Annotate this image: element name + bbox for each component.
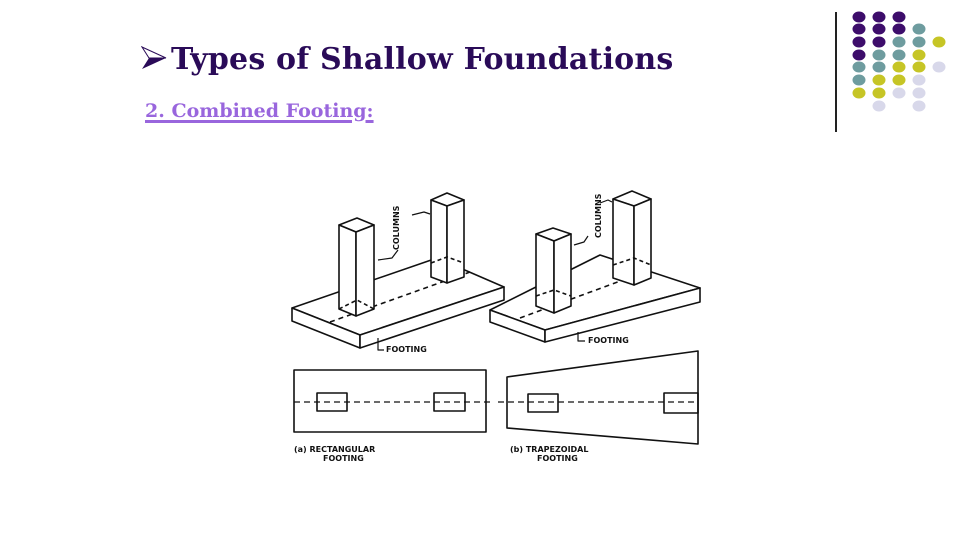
decorative-divider (835, 12, 837, 132)
decorative-dot (892, 49, 906, 61)
label-columns-a: COLUMNS (392, 205, 401, 250)
combined-footing-diagram: COLUMNS FOOTING (280, 180, 720, 480)
slide-title: Types of Shallow Foundations (141, 38, 673, 82)
decorative-dot (932, 36, 946, 48)
decorative-dot (872, 11, 886, 23)
caption-a-line1: (a) RECTANGULAR (294, 445, 375, 454)
label-footing-b: FOOTING (588, 336, 629, 345)
decorative-dot (912, 49, 926, 61)
decorative-dot (872, 74, 886, 86)
decorative-dot (912, 87, 926, 99)
decorative-dot (852, 36, 866, 48)
arrowhead-bullet-icon (141, 45, 167, 69)
decorative-dot (892, 23, 906, 35)
slide-title-text: Types of Shallow Foundations (171, 42, 674, 77)
decorative-dot (912, 23, 926, 35)
rectangular-footing-plan: (a) RECTANGULAR FOOTING (293, 369, 490, 463)
decorative-dot (892, 61, 906, 73)
decorative-dot (912, 100, 926, 112)
label-footing-a: FOOTING (386, 345, 427, 354)
decorative-dot (872, 100, 886, 112)
decorative-dot (852, 74, 866, 86)
decorative-dot (872, 49, 886, 61)
decorative-dot (912, 74, 926, 86)
caption-a-line2: FOOTING (323, 454, 364, 463)
decorative-dot (892, 11, 906, 23)
decorative-dot (912, 36, 926, 48)
decorative-dot (872, 36, 886, 48)
decorative-dot (852, 49, 866, 61)
caption-b-line2: FOOTING (537, 454, 578, 463)
decorative-dot (892, 87, 906, 99)
decorative-dot (852, 23, 866, 35)
caption-b-line1: (b) TRAPEZOIDAL (510, 445, 588, 454)
decorative-dot (912, 61, 926, 73)
decorative-dot (872, 23, 886, 35)
decorative-dot (852, 87, 866, 99)
decorative-dot (852, 61, 866, 73)
decorative-dot-grid (852, 11, 946, 112)
trapezoidal-footing-plan: (b) TRAPEZOIDAL FOOTING (498, 350, 699, 463)
decorative-dot (872, 61, 886, 73)
decorative-dot (872, 87, 886, 99)
trapezoidal-footing-iso: COLUMNS FOOTING (489, 190, 701, 345)
footing-illustration: COLUMNS FOOTING (291, 190, 701, 463)
slide-subtitle: 2. Combined Footing: (145, 100, 374, 122)
decorative-dot (892, 36, 906, 48)
rectangular-footing-iso: COLUMNS FOOTING (291, 192, 505, 354)
decorative-dot (852, 11, 866, 23)
decorative-dot (932, 61, 946, 73)
decorative-dot (892, 74, 906, 86)
label-columns-b: COLUMNS (594, 193, 603, 238)
